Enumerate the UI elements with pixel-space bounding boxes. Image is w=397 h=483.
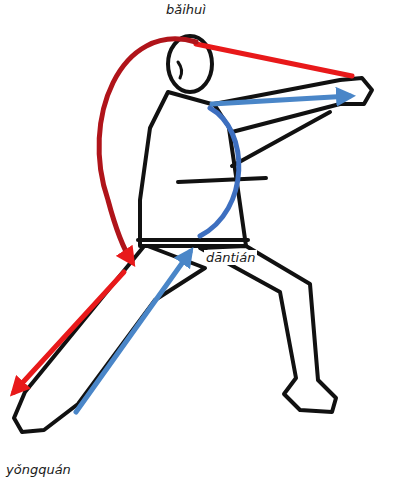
blue-arrow: [76, 252, 190, 412]
red-arc: [99, 39, 196, 262]
point-label: yǒngquán: [4, 462, 73, 477]
figure-outline: [14, 36, 372, 432]
red-line: [196, 44, 352, 76]
red-arrow: [14, 272, 124, 392]
energy-arrows: [14, 39, 352, 412]
blue-arc: [200, 108, 239, 236]
blue-arrow: [212, 96, 350, 104]
point-label: dāntián: [204, 250, 257, 265]
point-label: bǎihuì: [164, 2, 208, 17]
